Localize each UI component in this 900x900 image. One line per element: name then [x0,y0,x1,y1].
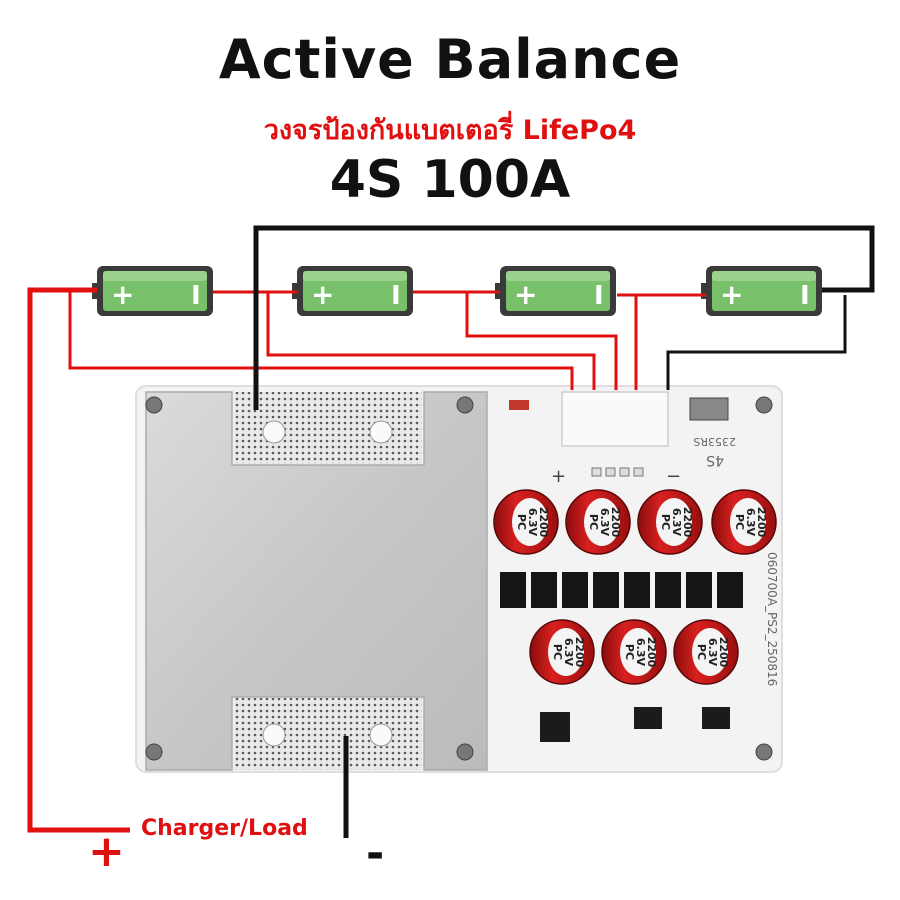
capacitor-label: 6.3V [670,508,683,536]
capacitor-label: 2200 [537,507,550,538]
charger-load-label: Charger/Load [141,816,308,841]
battery-plus-label: + [111,278,134,311]
capacitor-label: 6.3V [706,638,719,666]
silk-cells: 4S [706,452,724,468]
page-subtitle: วงจรป้องกันแบตเตอรี่ LifePo4 [263,115,637,146]
capacitor-label: 2200 [755,507,768,538]
top-solder-pad [234,392,422,464]
silk-positive: + [551,466,566,487]
battery-pack: +I+I+I+I [92,266,822,316]
negative-terminal-label: - [366,828,385,879]
battery-cell: +I [92,266,213,316]
mosfet-row [500,572,743,608]
battery-plus-label: + [720,278,743,311]
battery-cell: +I [292,266,413,316]
mosfet [531,572,557,608]
capacitor-label: 2200 [609,507,622,538]
capacitor-label: PC [587,514,600,530]
main-positive-wire [27,287,130,833]
battery-cell: +I [701,266,822,316]
mosfet [593,572,619,608]
capacitor-label: PC [733,514,746,530]
spec-label: 4S 100A [329,150,571,210]
capacitor-label: 6.3V [526,508,539,536]
ic-chip [702,707,730,729]
black-wires [253,225,875,838]
switch [689,397,729,421]
capacitor-label: PC [551,644,564,660]
capacitor-label: 2200 [681,507,694,538]
mosfet [655,572,681,608]
battery-minus-label: I [594,281,604,311]
battery-minus-label: I [391,281,401,311]
battery-plus-label: + [514,278,537,311]
capacitor-label: PC [515,514,528,530]
battery-minus-label: I [800,281,810,311]
silk-negative: − [666,466,681,487]
mosfet [686,572,712,608]
silk-model: 060700A_PS2_250816 [765,552,779,686]
bms-board: + − 4S 2353RS 060700A_PS2_250816 22006.3… [135,385,783,773]
positive-terminal-label: + [88,826,125,877]
capacitor-label: 2200 [717,637,730,668]
capacitor-label: 2200 [573,637,586,668]
mosfet [717,572,743,608]
battery-plus-label: + [311,278,334,311]
ic-chip [540,712,570,742]
battery-minus-label: I [191,281,201,311]
red-wires [27,287,706,833]
mosfet [562,572,588,608]
capacitor-label: 6.3V [598,508,611,536]
battery-cell: +I [495,266,616,316]
mosfet [624,572,650,608]
capacitor-label: PC [695,644,708,660]
capacitor-label: 6.3V [744,508,757,536]
silk-code: 2353RS [693,435,736,448]
ic-chip [634,707,662,729]
capacitor-label: PC [659,514,672,530]
capacitor-label: PC [623,644,636,660]
page-title: Active Balance [218,28,682,91]
aluminum-heatsink [145,391,488,771]
capacitor-label: 6.3V [562,638,575,666]
bottom-solder-pad [234,698,422,770]
capacitor-label: 6.3V [634,638,647,666]
mosfet [500,572,526,608]
capacitor-label: 2200 [645,637,658,668]
balance-connector [561,391,669,447]
